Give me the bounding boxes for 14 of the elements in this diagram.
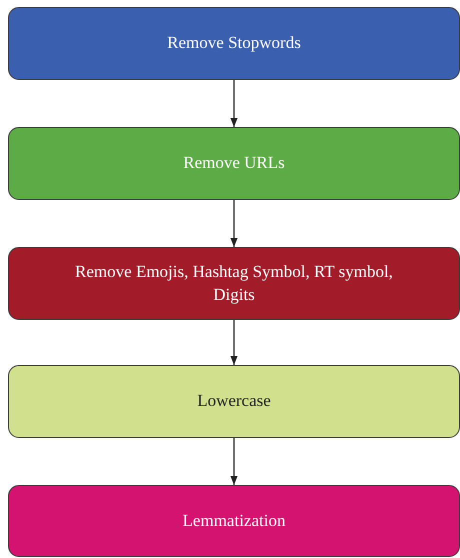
arrow — [230, 200, 238, 247]
arrow — [230, 320, 238, 365]
arrow — [230, 80, 238, 127]
step-label: Remove URLs — [183, 152, 285, 174]
process-box — [8, 127, 460, 200]
step-label: Remove Stopwords — [167, 32, 301, 54]
process-box — [8, 7, 460, 80]
process-box — [8, 365, 460, 438]
step-label: Remove Emojis, Hashtag Symbol, RT symbol, Digits — [74, 260, 394, 306]
arrow — [230, 438, 238, 485]
step-label: Lowercase — [197, 390, 271, 412]
step-label: Lemmatization — [182, 510, 286, 532]
process-box — [8, 247, 460, 320]
process-box — [8, 485, 460, 557]
